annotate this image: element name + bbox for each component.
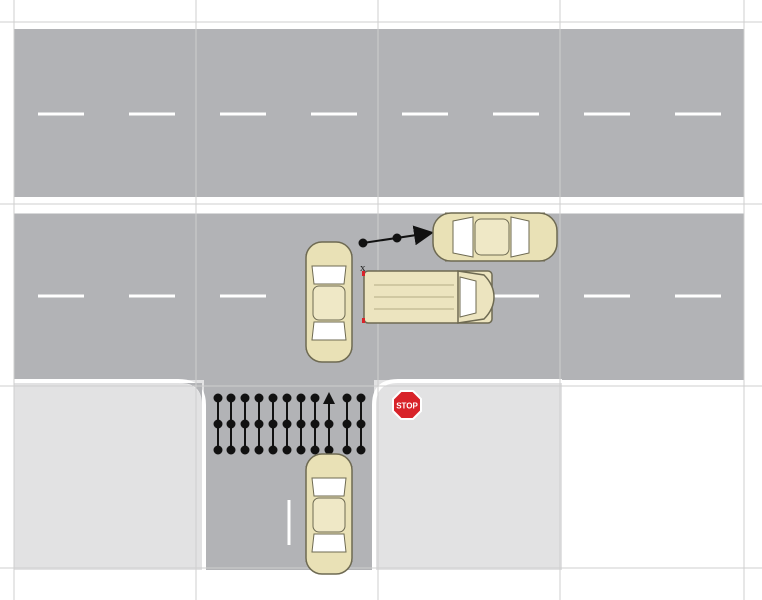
vehicle-path-east: [358, 225, 434, 248]
car-intersection-southbound: [305, 241, 353, 363]
van-eastbound: [362, 270, 495, 324]
curb-corner-right: [372, 379, 562, 570]
vehicle-path-dots: [213, 393, 366, 455]
car-parked-top-right: [432, 212, 558, 262]
collision-marker-label: x: [360, 262, 366, 274]
car-side-road-northbound: [305, 453, 353, 575]
stop-sign-label: STOP: [396, 402, 418, 411]
sidewalk-left: [14, 380, 204, 570]
upper-horizontal-road: [14, 29, 744, 197]
travel-arrow-north: [323, 392, 335, 404]
stop-sign: STOP: [392, 390, 422, 420]
